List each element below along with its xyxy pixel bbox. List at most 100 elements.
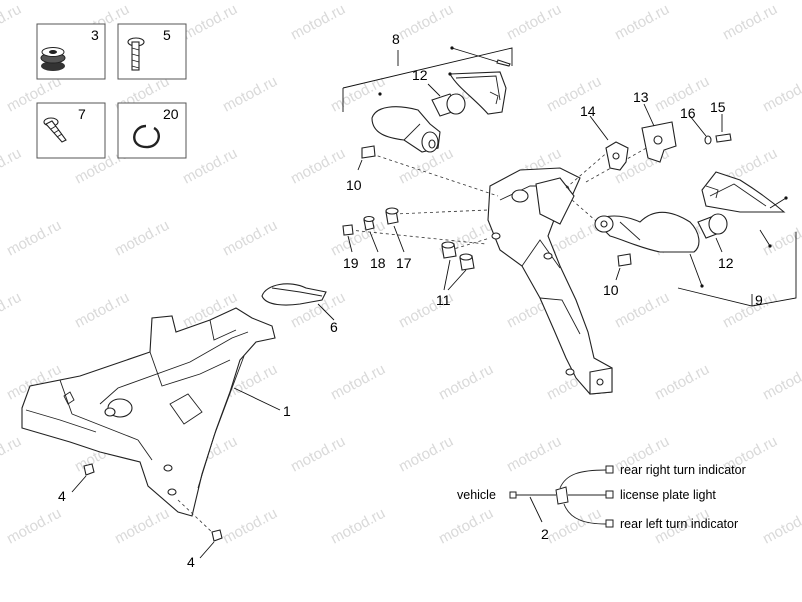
- watermark-text: motod.ru: [220, 217, 280, 260]
- watermark-text: motod.ru: [612, 289, 672, 332]
- part-11-spacers: 11: [436, 241, 475, 308]
- box-frame: [117, 23, 187, 80]
- part-19-nut: 19: [342, 224, 359, 271]
- part-box-5: 5: [117, 23, 187, 80]
- callout-13: 13: [633, 89, 649, 105]
- wiring-harness: vehicle rear right turn indicator licens…: [457, 463, 746, 542]
- watermark-text: motod.ru: [220, 73, 280, 116]
- part-16-washer: 16: [680, 105, 712, 145]
- wire-label-vehicle: vehicle: [457, 488, 496, 502]
- part-box-3: 3: [36, 23, 106, 80]
- watermark-text: motod.ru: [288, 145, 348, 188]
- watermark-text: motod.ru: [544, 505, 604, 548]
- watermark-text: motod.ru: [180, 145, 240, 188]
- callout-19: 19: [343, 255, 359, 271]
- part-6-cover: 6: [261, 283, 338, 335]
- watermark-text: motod.ru: [112, 505, 172, 548]
- callout-4b: 4: [187, 554, 195, 570]
- watermark-text: motod.ru: [652, 361, 712, 404]
- callout-11: 11: [436, 292, 451, 308]
- callout-15: 15: [710, 99, 726, 115]
- watermark-text: motod.ru: [504, 1, 564, 44]
- watermark-text: motod.ru: [0, 289, 24, 332]
- connector-license-plate: [605, 490, 614, 499]
- part-14-plate-light-bracket: 14: [580, 103, 629, 171]
- license-plate-bracket: [487, 167, 613, 395]
- part-15-screw: 15: [710, 99, 732, 143]
- callout-8: 8: [392, 31, 400, 47]
- watermark-text: motod.ru: [760, 361, 802, 404]
- part-4-nut-upper: 4: [58, 463, 95, 504]
- part-10-bolt-right: 10: [603, 253, 632, 298]
- part-10-bolt-left: 10: [346, 145, 376, 193]
- callout-20: 20: [163, 106, 179, 122]
- watermark-text: motod.ru: [328, 217, 388, 260]
- callout-18: 18: [370, 255, 386, 271]
- grommet-part: [41, 61, 65, 71]
- mount-line: [393, 209, 489, 215]
- watermark-text: motod.ru: [4, 505, 64, 548]
- watermark-text: motod.ru: [720, 289, 780, 332]
- connector-rear-left: [605, 519, 614, 528]
- callout-4a: 4: [58, 488, 66, 504]
- callout-2: 2: [541, 526, 549, 542]
- wire-label-rear-right: rear right turn indicator: [620, 463, 746, 477]
- callout-17: 17: [396, 255, 412, 271]
- watermark-text: motod.ru: [288, 1, 348, 44]
- watermark-text: motod.ru: [612, 1, 672, 44]
- callout-9: 9: [755, 292, 763, 308]
- part-9-right-turn-indicator: 12 9: [594, 171, 797, 308]
- watermark-text: motod.ru: [288, 433, 348, 476]
- watermark-text: motod.ru: [720, 1, 780, 44]
- wire-label-rear-left: rear left turn indicator: [620, 517, 738, 531]
- cable-tie-part: [133, 124, 160, 149]
- callout-3: 3: [91, 27, 99, 43]
- callout-1: 1: [283, 403, 291, 419]
- part-8-left-turn-indicator: 8 12: [342, 31, 513, 153]
- watermark-text: motod.ru: [0, 1, 24, 44]
- callout-6: 6: [330, 319, 338, 335]
- mount-line: [371, 153, 499, 197]
- watermark-text: motod.ru: [112, 217, 172, 260]
- box-frame: [117, 102, 187, 159]
- callout-10b: 10: [603, 282, 619, 298]
- callout-10a: 10: [346, 177, 362, 193]
- part-box-20: 20: [117, 102, 187, 159]
- part-1-rear-mudguard: 1: [21, 307, 291, 517]
- watermark-text: motod.ru: [180, 1, 240, 44]
- callout-12b: 12: [718, 255, 734, 271]
- callout-14: 14: [580, 103, 596, 119]
- part-4-nut-lower: 4: [177, 499, 223, 570]
- watermark-text: motod.ru: [328, 361, 388, 404]
- harness-junction: [555, 486, 569, 505]
- watermark-text: motod.ru: [396, 1, 456, 44]
- watermark-text: motod.ru: [504, 433, 564, 476]
- watermark-text: motod.ru: [220, 505, 280, 548]
- box-frame: [36, 102, 106, 159]
- mount-line: [349, 229, 487, 245]
- connector-rear-right: [605, 465, 614, 474]
- callout-12a: 12: [412, 67, 428, 83]
- part-13-plate-light: 13: [633, 89, 677, 163]
- wire-label-license-plate: license plate light: [620, 488, 716, 502]
- connector-vehicle: [509, 491, 517, 499]
- part-17-spacer: 17: [385, 207, 412, 271]
- callout-5: 5: [163, 27, 171, 43]
- watermark-text: motod.ru: [396, 433, 456, 476]
- watermark-text: motod.ru: [328, 505, 388, 548]
- watermark-text: motod.ru: [760, 73, 802, 116]
- watermark-text: motod.ru: [760, 505, 802, 548]
- watermark-text: motod.ru: [0, 433, 24, 476]
- part-18-washer: 18: [363, 215, 386, 271]
- mount-line: [571, 199, 605, 229]
- watermark-text: motod.ru: [4, 217, 64, 260]
- callout-16: 16: [680, 105, 696, 121]
- callout-7: 7: [78, 106, 86, 122]
- watermark-text: motod.ru: [436, 505, 496, 548]
- mount-line: [565, 149, 611, 189]
- watermark-text: motod.ru: [72, 289, 132, 332]
- watermark-text: motod.ru: [0, 145, 24, 188]
- watermark-text: motod.ru: [436, 361, 496, 404]
